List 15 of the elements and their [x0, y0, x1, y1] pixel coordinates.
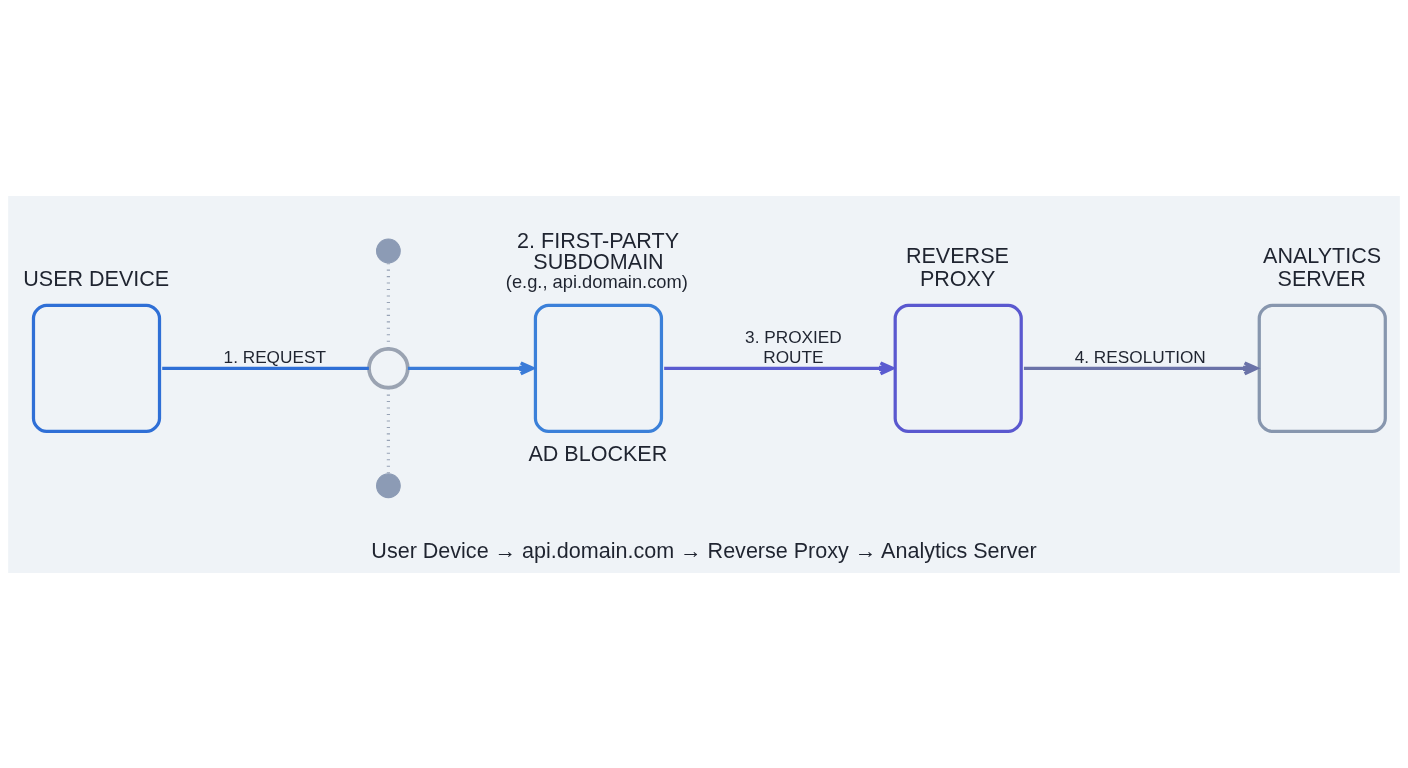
- node-circle: [376, 238, 401, 263]
- arrow: [664, 360, 895, 375]
- edge-label: 4. RESOLUTION: [1074, 346, 1206, 367]
- arrow: [407, 360, 535, 375]
- node-label: AD BLOCKER: [528, 441, 668, 466]
- arrow: [1023, 360, 1259, 375]
- node-circle: [367, 346, 410, 390]
- caption: User Device → api.domain.com → Reverse Proxy → Analytics Server: [371, 538, 1037, 563]
- node-circle: [376, 472, 401, 498]
- node-label: USER DEVICE: [23, 266, 170, 291]
- node-label: REVERSE PROXY: [905, 243, 1009, 291]
- edge-label: 1. REQUEST: [223, 346, 326, 367]
- connector: [162, 366, 369, 370]
- node-label: ANALYTICS SERVER: [1263, 243, 1382, 291]
- edge-label: 3. PROXIED ROUTE: [745, 326, 842, 367]
